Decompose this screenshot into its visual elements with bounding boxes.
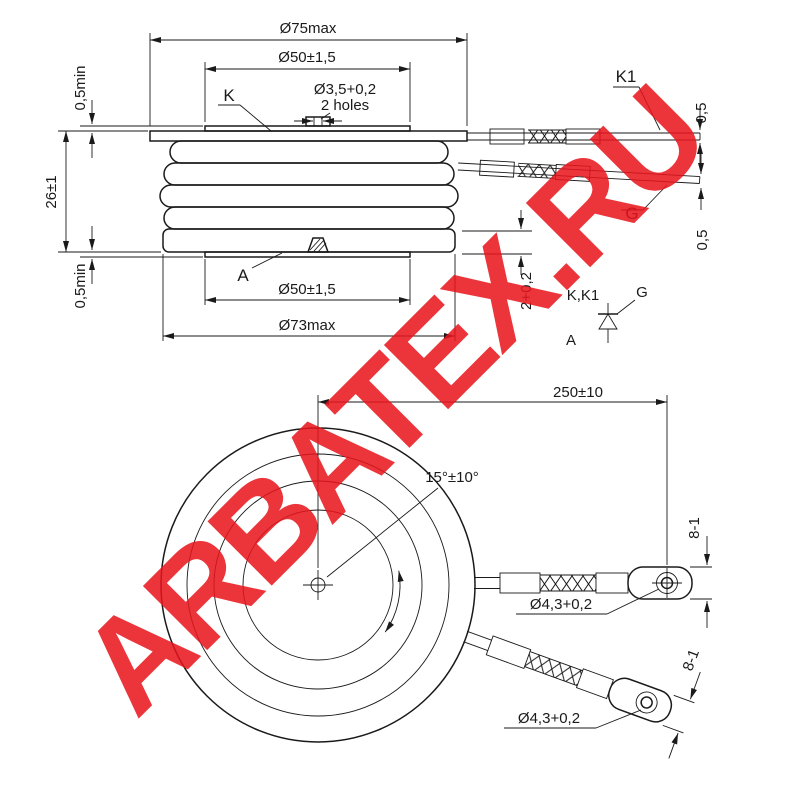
svg-text:Ø3,5+0,2: Ø3,5+0,2 bbox=[314, 81, 376, 98]
gate-lead bbox=[457, 159, 701, 184]
aux-cathode-label: K1 bbox=[613, 67, 661, 131]
svg-text:15°±10°: 15°±10° bbox=[425, 469, 479, 486]
aux-cathode-lead bbox=[467, 128, 701, 145]
svg-text:K,K1: K,K1 bbox=[567, 287, 600, 304]
gate-label: G bbox=[621, 184, 668, 223]
thyristor-symbol: K,K1 G A bbox=[566, 284, 648, 349]
svg-text:26±1: 26±1 bbox=[43, 175, 60, 208]
dim-lug-hole-2: Ø4,3+0,2 bbox=[504, 709, 642, 729]
dim-bottom-contact-diameter: Ø50±1,5 bbox=[204, 259, 411, 305]
device-body bbox=[149, 116, 468, 258]
svg-text:Ø4,3+0,2: Ø4,3+0,2 bbox=[530, 596, 592, 613]
dim-height: 26±1 bbox=[43, 130, 161, 253]
svg-text:0,5min: 0,5min bbox=[72, 65, 89, 110]
svg-text:Ø4,3+0,2: Ø4,3+0,2 bbox=[518, 710, 580, 727]
svg-text:250±10: 250±10 bbox=[553, 384, 603, 401]
svg-text:G: G bbox=[625, 204, 638, 223]
dim-lug-width-2: 8-1 bbox=[662, 647, 703, 759]
svg-text:A: A bbox=[237, 266, 249, 285]
svg-text:K1: K1 bbox=[616, 67, 637, 86]
svg-text:Ø73max: Ø73max bbox=[279, 317, 336, 334]
svg-text:2+0,2: 2+0,2 bbox=[518, 272, 535, 310]
svg-text:K: K bbox=[223, 86, 235, 105]
svg-text:8-1: 8-1 bbox=[680, 647, 703, 673]
dim-bottom-diameter-max: Ø73max bbox=[162, 254, 456, 341]
lead-1 bbox=[474, 566, 693, 600]
svg-text:Ø50±1,5: Ø50±1,5 bbox=[278, 281, 335, 298]
dim-lug-width-1: 8-1 bbox=[686, 517, 712, 628]
dim-bottom-protrusion: 0,5min bbox=[72, 226, 203, 309]
anode-label: A bbox=[237, 252, 283, 285]
svg-text:Ø75max: Ø75max bbox=[280, 20, 337, 37]
cathode-label: K bbox=[218, 86, 272, 132]
dim-upper-lead-thickness: 0,5 bbox=[693, 103, 710, 165]
dim-top-diameter-max: Ø75max bbox=[149, 20, 468, 126]
side-view: Ø75max Ø50±1,5 Ø3,5+0,2 2 holes K K1 bbox=[43, 20, 711, 341]
lead-2: 8-1 bbox=[463, 630, 703, 759]
svg-text:8-1: 8-1 bbox=[686, 517, 703, 539]
svg-text:0,5: 0,5 bbox=[694, 230, 711, 251]
dim-stud-height: 2+0,2 bbox=[462, 210, 535, 310]
svg-text:G: G bbox=[636, 284, 648, 301]
svg-text:A: A bbox=[566, 332, 576, 349]
dim-lead-angle: 15°±10° bbox=[326, 469, 479, 633]
top-view: 8-1 250±10 15°±10° 8-1 Ø4,3+0,2 bbox=[160, 384, 712, 759]
dim-top-protrusion: 0,5min bbox=[72, 65, 203, 158]
svg-text:0,5min: 0,5min bbox=[72, 263, 89, 308]
dim-top-contact-diameter: Ø50±1,5 bbox=[204, 49, 411, 122]
dim-mounting-holes: Ø3,5+0,2 2 holes bbox=[294, 81, 376, 124]
svg-text:2 holes: 2 holes bbox=[321, 97, 369, 114]
dim-gate-lead-thickness: 0,5 bbox=[694, 152, 711, 250]
svg-text:0,5: 0,5 bbox=[693, 103, 710, 124]
dim-lead-length: 250±10 bbox=[317, 384, 668, 568]
dim-lug-hole-1: Ø4,3+0,2 bbox=[516, 588, 660, 615]
svg-text:Ø50±1,5: Ø50±1,5 bbox=[278, 49, 335, 66]
